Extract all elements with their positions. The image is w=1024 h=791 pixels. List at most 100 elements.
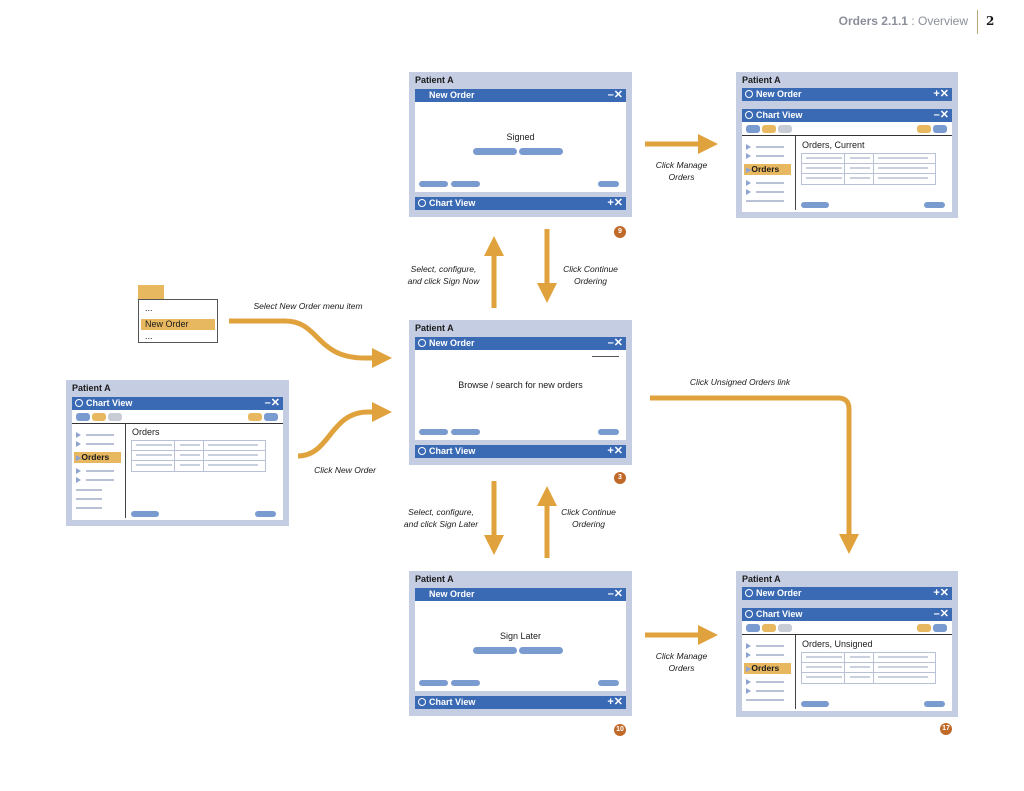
- toolbar-tab[interactable]: [778, 624, 792, 632]
- sidebar-item-orders[interactable]: ▶Orders: [744, 663, 791, 674]
- orders-table: [131, 440, 266, 472]
- sidebar-item-label: Orders: [81, 452, 110, 462]
- label-line: Click Manage: [655, 651, 708, 661]
- toolbar-tab[interactable]: [917, 125, 931, 133]
- sidebar-item[interactable]: [86, 470, 114, 472]
- expand-icon[interactable]: [746, 189, 751, 195]
- expand-icon[interactable]: [746, 679, 751, 685]
- menu-item-ellipsis-top[interactable]: ...: [145, 303, 153, 313]
- toolbar-tab[interactable]: [248, 413, 262, 421]
- toolbar-tab[interactable]: [917, 624, 931, 632]
- sidebar-item[interactable]: [86, 479, 114, 481]
- sidebar-item[interactable]: [756, 182, 784, 184]
- footer-button[interactable]: [419, 181, 448, 187]
- restore-close-icon[interactable]: +✕: [607, 445, 623, 457]
- expand-icon[interactable]: [76, 468, 81, 474]
- restore-close-icon[interactable]: +✕: [607, 696, 623, 708]
- footer-button[interactable]: [419, 429, 448, 435]
- sidebar-item[interactable]: [756, 654, 784, 656]
- expand-icon[interactable]: [746, 180, 751, 186]
- footer-button[interactable]: [451, 680, 480, 686]
- toolbar-tab[interactable]: [778, 125, 792, 133]
- expand-icon[interactable]: [746, 643, 751, 649]
- toolbar-tab[interactable]: [762, 125, 776, 133]
- sidebar-item[interactable]: [746, 200, 784, 202]
- minimize-close-icon[interactable]: –✕: [607, 337, 623, 349]
- footer-button[interactable]: [598, 429, 619, 435]
- expand-icon[interactable]: [746, 652, 751, 658]
- toolbar-tab[interactable]: [264, 413, 278, 421]
- sidebar-item-orders[interactable]: ▶Orders: [74, 452, 121, 463]
- expand-icon[interactable]: [76, 477, 81, 483]
- label-line: Ordering: [571, 519, 606, 529]
- table-col-rule: [844, 154, 845, 184]
- menu-item-new-order[interactable]: New Order: [141, 319, 215, 330]
- minimize-close-icon[interactable]: –✕: [264, 397, 280, 409]
- window-title: New Order: [429, 589, 475, 599]
- table-cell: [850, 177, 870, 179]
- sidebar-item[interactable]: [76, 507, 102, 509]
- footer-button[interactable]: [598, 181, 619, 187]
- footer-button[interactable]: [924, 202, 945, 208]
- new-order-titlebar: New Order –✕: [415, 588, 626, 601]
- toolbar-tab[interactable]: [92, 413, 106, 421]
- sidebar-item[interactable]: [86, 443, 114, 445]
- action-button[interactable]: [519, 148, 563, 155]
- label-line: Select, configure,: [410, 264, 477, 274]
- minimize-close-icon[interactable]: –✕: [933, 608, 949, 620]
- screen-browse: Patient A New Order –✕ Browse / search f…: [409, 320, 632, 465]
- sidebar-item[interactable]: [756, 191, 784, 193]
- footer-button[interactable]: [419, 680, 448, 686]
- toolbar-tab[interactable]: [108, 413, 122, 421]
- sidebar-item[interactable]: [746, 699, 784, 701]
- table-cell: [208, 464, 258, 466]
- toolbar-tab[interactable]: [933, 624, 947, 632]
- footer-button[interactable]: [801, 202, 829, 208]
- table-cell: [806, 157, 842, 159]
- footer-button[interactable]: [131, 511, 159, 517]
- sidebar-item[interactable]: [76, 489, 102, 491]
- new-order-panel: Sign Later: [415, 601, 626, 691]
- footer-button[interactable]: [451, 181, 480, 187]
- sidebar-item[interactable]: [756, 690, 784, 692]
- label-line: Click Continue: [563, 264, 618, 274]
- divider: [742, 634, 952, 635]
- sidebar-item-orders[interactable]: ▶Orders: [744, 164, 791, 175]
- sidebar-item[interactable]: [756, 146, 784, 148]
- footer-button[interactable]: [451, 429, 480, 435]
- sidebar-item[interactable]: [756, 155, 784, 157]
- action-button[interactable]: [473, 148, 517, 155]
- toolbar-tab[interactable]: [746, 125, 760, 133]
- sidebar-item[interactable]: [756, 681, 784, 683]
- minimize-close-icon[interactable]: –✕: [933, 109, 949, 121]
- arrow-unsigned-link: [650, 395, 859, 554]
- restore-close-icon[interactable]: +✕: [933, 88, 949, 100]
- sidebar-item[interactable]: [756, 645, 784, 647]
- toolbar-tab[interactable]: [76, 413, 90, 421]
- expand-icon[interactable]: [76, 432, 81, 438]
- sidebar-item[interactable]: [76, 498, 102, 500]
- action-button[interactable]: [473, 647, 517, 654]
- restore-close-icon[interactable]: +✕: [607, 197, 623, 209]
- chart-panel: ▶Orders Orders: [72, 410, 283, 520]
- expand-icon[interactable]: [746, 153, 751, 159]
- toolbar-tab[interactable]: [762, 624, 776, 632]
- minimize-close-icon[interactable]: –✕: [607, 89, 623, 101]
- action-button[interactable]: [519, 647, 563, 654]
- footer-button[interactable]: [598, 680, 619, 686]
- footer-button[interactable]: [255, 511, 276, 517]
- expand-icon[interactable]: [76, 441, 81, 447]
- footer-button[interactable]: [924, 701, 945, 707]
- footer-button[interactable]: [801, 701, 829, 707]
- minimize-close-icon[interactable]: –✕: [607, 588, 623, 600]
- table-col-rule: [873, 154, 874, 184]
- restore-close-icon[interactable]: +✕: [933, 587, 949, 599]
- menu-tab[interactable]: [138, 285, 164, 300]
- toolbar-tab[interactable]: [746, 624, 760, 632]
- sidebar-item[interactable]: [86, 434, 114, 436]
- expand-icon[interactable]: [746, 144, 751, 150]
- table-cell: [878, 167, 928, 169]
- expand-icon[interactable]: [746, 688, 751, 694]
- menu-item-ellipsis-bottom[interactable]: ...: [145, 331, 153, 341]
- toolbar-tab[interactable]: [933, 125, 947, 133]
